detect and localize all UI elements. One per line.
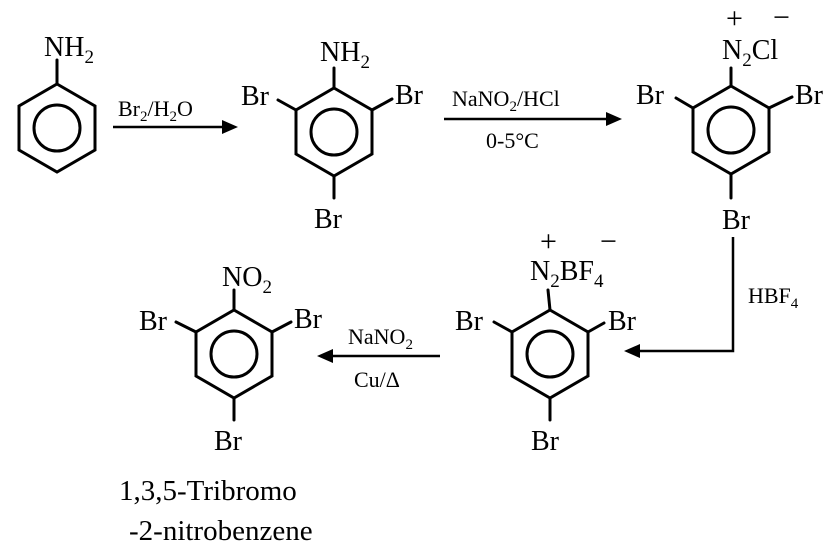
arrow-head (624, 344, 640, 358)
reagent-nano2: NaNO2 (348, 324, 413, 353)
arrow-shaft (638, 237, 735, 353)
diazonium-fluoroborate: + − N2BF4 Br Br Br (455, 225, 637, 457)
positive-charge: + (540, 225, 557, 258)
arrow-head (606, 112, 622, 126)
bromo-label-right: Br (608, 306, 637, 337)
negative-charge: − (773, 1, 790, 34)
diazonium-chloride-label: N2Cl (722, 35, 778, 71)
aniline: NH2 (17, 32, 97, 174)
c-br-bond-right (767, 95, 794, 110)
c-br-bond-right (370, 97, 394, 112)
nitro-group-label: NO2 (222, 262, 272, 298)
bromo-label-right: Br (795, 80, 824, 111)
condition-temperature: 0-5°C (486, 128, 539, 153)
product-name-line1: 1,3,5-Tribromo (119, 475, 297, 507)
bromo-label-bottom: Br (531, 426, 560, 457)
bromo-label-bottom: Br (722, 205, 751, 236)
product-nitrobenzene: NO2 Br Br Br 1,3,5-Tribromo -2-nitrobenz… (119, 262, 323, 547)
c-n-bond (546, 288, 552, 312)
negative-charge: − (600, 225, 617, 258)
reagent-br2-h2o: Br2/H2O (118, 96, 193, 125)
c-br-bond-left (276, 98, 298, 112)
c-br-bond-left (174, 320, 198, 334)
reaction-arrow-1: Br2/H2O (113, 96, 238, 134)
bromo-label-bottom: Br (214, 426, 243, 457)
benzene-ring (691, 84, 771, 176)
diazonium-chloride: + − N2Cl Br Br Br (636, 1, 824, 236)
c-br-bond-right (586, 321, 606, 334)
bromo-label-right: Br (395, 80, 424, 111)
aromatic-circle (706, 105, 756, 155)
bromo-label-left: Br (139, 306, 168, 337)
reagent-cu-heat: Cu/Δ (354, 367, 400, 392)
bromo-label-left: Br (241, 81, 270, 112)
c-br-bond-left (492, 320, 514, 334)
diazonium-fluoroborate-label: N2BF4 (530, 256, 604, 292)
arrow-head (317, 349, 333, 363)
bromo-label-right: Br (294, 304, 323, 335)
reagent-nano2-hcl: NaNO2/HCl (452, 86, 560, 115)
aromatic-circle (309, 107, 359, 157)
product-name-line2: -2-nitrobenzene (129, 515, 313, 547)
c-br-bond-right (270, 320, 293, 334)
reaction-arrow-4: NaNO2 Cu/Δ (317, 324, 440, 392)
aromatic-circle (32, 103, 82, 153)
benzene-ring (510, 308, 590, 400)
reaction-arrow-3: HBF4 (624, 237, 799, 358)
tribromoaniline: NH2 Br Br Br (241, 37, 424, 235)
benzene-ring (17, 82, 97, 174)
amino-group-label: NH2 (44, 32, 94, 68)
benzene-ring (294, 86, 374, 178)
reagent-hbf4: HBF4 (748, 283, 799, 312)
c-br-bond-left (674, 96, 695, 110)
bromo-label-left: Br (455, 306, 484, 337)
reaction-arrow-2: NaNO2/HCl 0-5°C (444, 86, 622, 153)
amino-group-label: NH2 (320, 37, 370, 73)
benzene-ring (194, 308, 274, 400)
bromo-label-left: Br (636, 80, 665, 111)
aromatic-circle (525, 329, 575, 379)
aromatic-circle (209, 329, 259, 379)
bromo-label-bottom: Br (314, 204, 343, 235)
positive-charge: + (726, 2, 743, 35)
arrow-head (222, 120, 238, 134)
